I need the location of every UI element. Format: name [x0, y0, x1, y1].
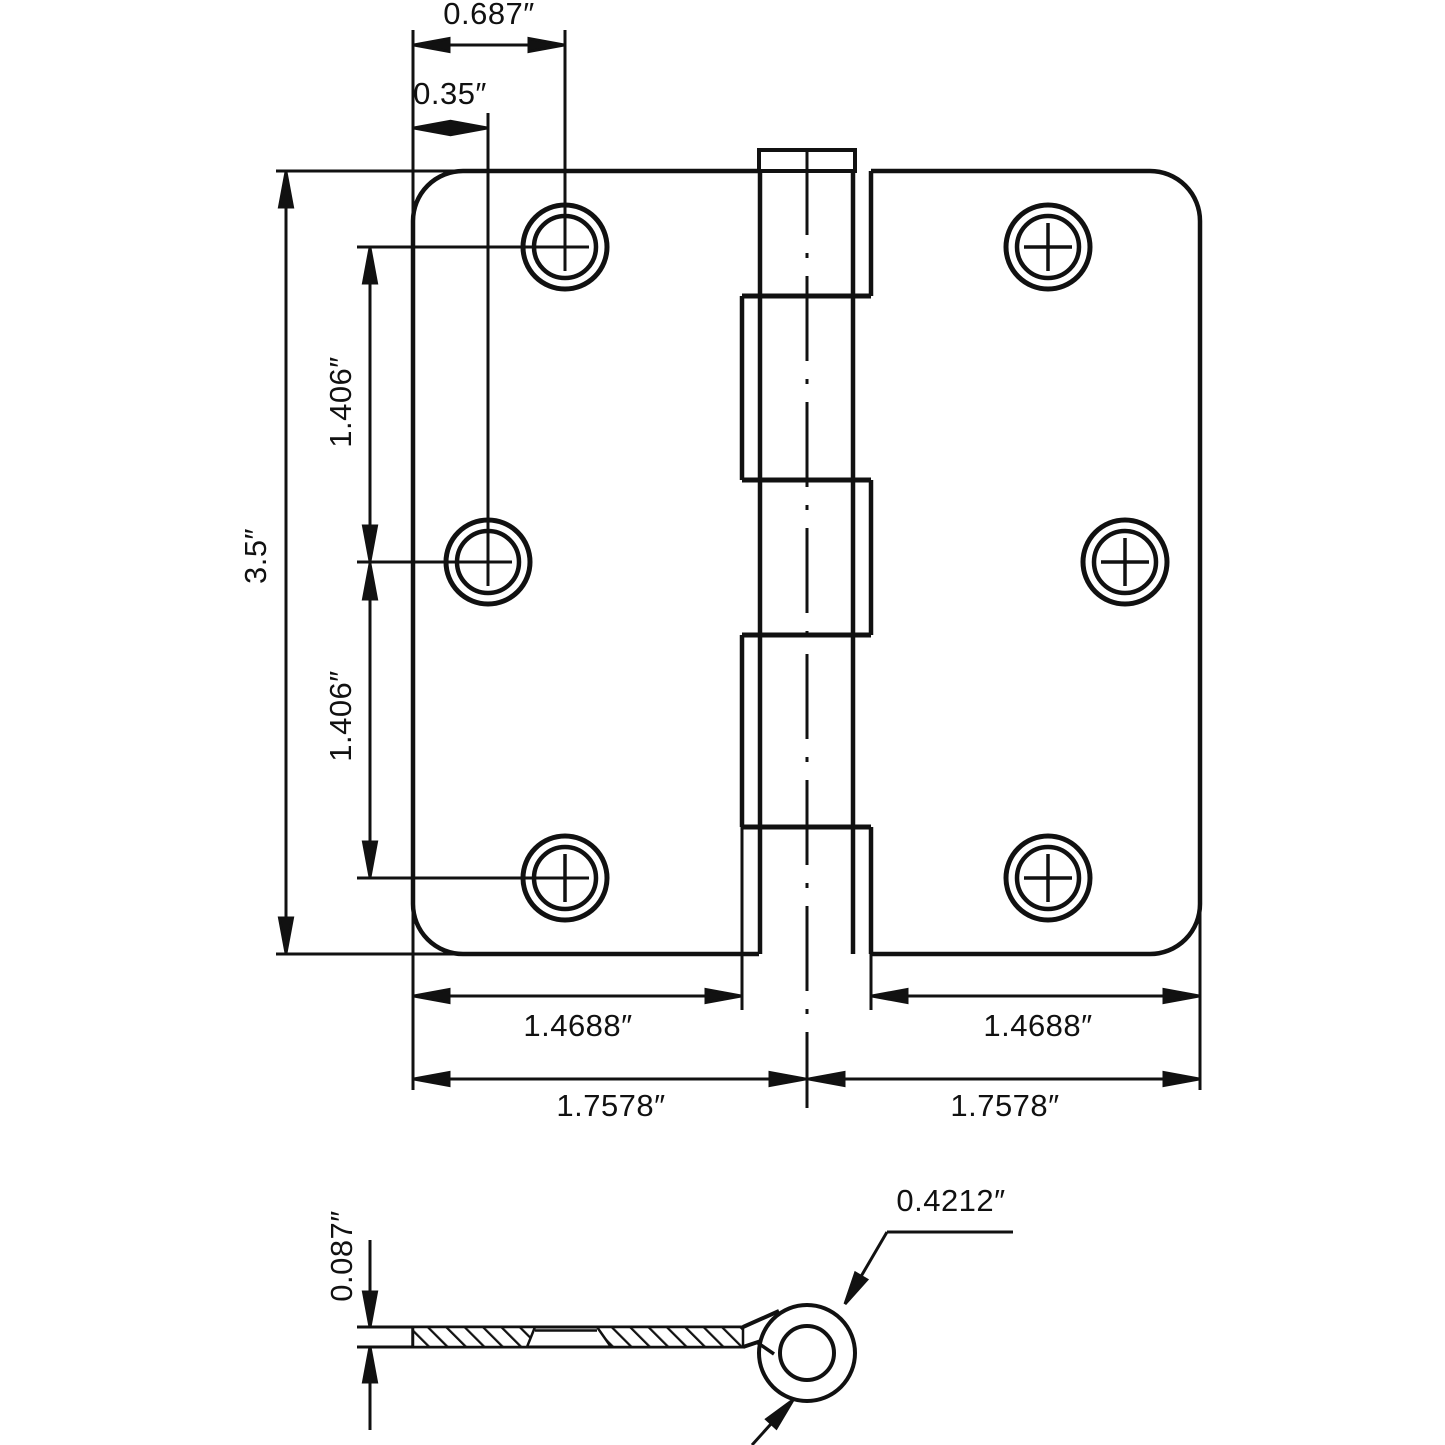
right-leaf-outline	[871, 168, 1203, 957]
section-hatch-left	[411, 1325, 537, 1349]
side-view	[357, 1303, 857, 1403]
dim-label-hole-offset-middle: 0.35″	[413, 76, 487, 111]
screw-hole-left-bottom	[357, 833, 610, 923]
screw-hole-right-bottom	[1003, 833, 1093, 923]
section-hatch-right	[594, 1325, 745, 1349]
dim-label-knuckle-diameter: 0.4212″	[896, 1183, 1006, 1218]
dim-label-hole-spacing-lower: 1.406″	[323, 670, 358, 762]
screw-hole-right-top	[1003, 202, 1093, 292]
top-view	[357, 30, 1203, 1108]
screw-hole-left-middle	[357, 113, 533, 607]
dim-label-leaf-width-knuckle-left: 1.4688″	[523, 1008, 633, 1043]
dimension-lines	[276, 30, 1202, 1090]
dim-label-hole-offset-outer: 0.687″	[443, 0, 535, 31]
side-view-dimensions	[361, 1230, 1013, 1445]
screw-hole-left-top	[357, 30, 610, 292]
dim-label-hole-spacing-upper: 1.406″	[323, 356, 358, 448]
dim-label-leaf-width-pin-right: 1.7578″	[950, 1088, 1060, 1123]
dim-label-leaf-width-knuckle-right: 1.4688″	[983, 1008, 1093, 1043]
knuckle-curl	[742, 1303, 857, 1403]
dim-label-hinge-height: 3.5″	[238, 527, 273, 585]
dim-label-leaf-width-pin-left: 1.7578″	[556, 1088, 666, 1123]
screw-hole-right-middle	[1080, 517, 1170, 607]
dim-label-leaf-thickness: 0.087″	[324, 1210, 359, 1302]
